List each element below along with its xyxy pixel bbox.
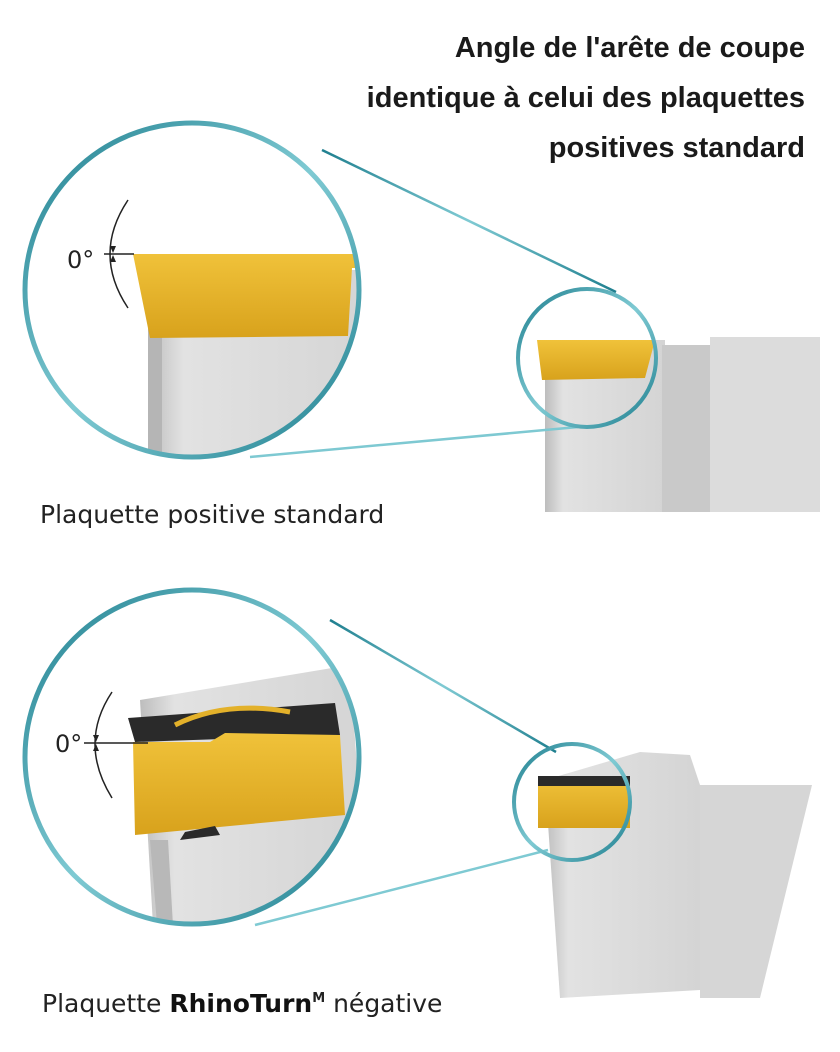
top-panel: 0° Plaquette positive standard — [22, 120, 820, 529]
connector-line — [249, 425, 579, 459]
magnified-view — [26, 124, 358, 456]
connector-line — [321, 148, 617, 294]
caption: Plaquette positive standard — [40, 500, 384, 529]
magnifier-ring — [22, 587, 362, 927]
title: Angle de l'arête de coupe identique à ce… — [367, 32, 805, 164]
title-line-1: Angle de l'arête de coupe — [455, 32, 805, 64]
connector-line — [329, 618, 557, 754]
angle-label: 0° — [67, 246, 94, 274]
insert-small — [537, 340, 655, 380]
bottom-panel: 0° Plaquette RhinoTurnM négative — [22, 587, 812, 1018]
angle-label: 0° — [55, 730, 82, 758]
caption-prefix: Plaquette — [42, 989, 169, 1018]
zoom-ring — [512, 742, 632, 862]
angle-indicator: 0° — [55, 691, 148, 799]
title-line-3: positives standard — [549, 132, 805, 164]
caption: Plaquette RhinoTurnM négative — [42, 989, 442, 1018]
zoom-ring — [516, 287, 658, 429]
angle-indicator: 0° — [67, 199, 134, 309]
caption-superscript: M — [312, 991, 325, 1006]
caption-suffix: négative — [325, 989, 442, 1018]
connector-line — [254, 848, 549, 927]
caption-brand: RhinoTurn — [169, 989, 312, 1018]
insert-small — [538, 778, 630, 828]
title-line-2: identique à celui des plaquettes — [367, 82, 805, 114]
magnifier-ring — [22, 120, 362, 460]
insert-large — [133, 733, 345, 835]
insert-large — [133, 254, 358, 338]
